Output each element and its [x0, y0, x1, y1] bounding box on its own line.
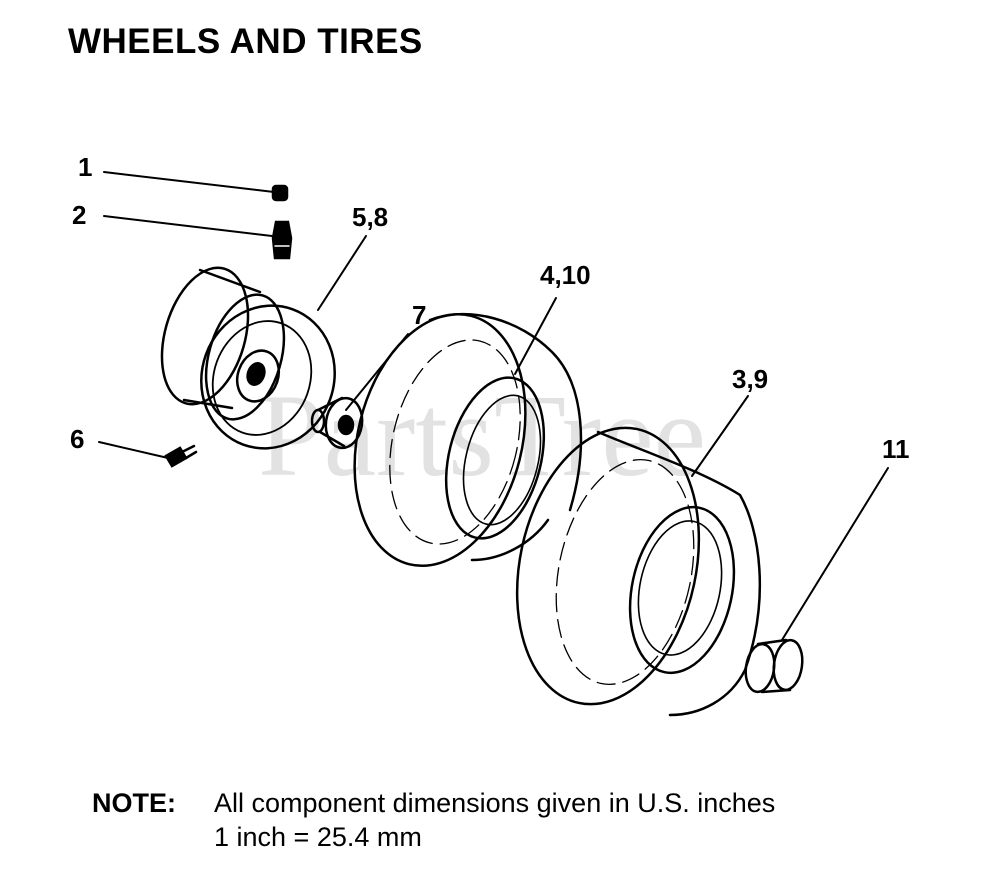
- callout-4-10: 4,10: [540, 260, 591, 290]
- note-label: NOTE:: [92, 788, 176, 818]
- callout-6: 6: [70, 424, 84, 454]
- dimension-note: NOTE: All component dimensions given in U…: [92, 786, 775, 854]
- callout-3-9: 3,9: [732, 364, 768, 394]
- callout-11: 11: [882, 434, 910, 464]
- note-line-1: All component dimensions given in U.S. i…: [214, 788, 776, 818]
- valve-stem-part: [271, 220, 293, 260]
- rear-tire-part: [515, 426, 762, 717]
- bushing-part: [310, 396, 364, 450]
- callout-1: 1: [78, 152, 92, 182]
- page-title: WHEELS AND TIRES: [68, 22, 423, 61]
- bolt-part: [164, 444, 198, 468]
- callout-5-8: 5,8: [352, 202, 388, 232]
- valve-cap-part: [271, 184, 289, 202]
- wheel-rim-part: [160, 266, 336, 450]
- leader-lines: [98, 171, 889, 641]
- note-line-2: 1 inch = 25.4 mm: [214, 822, 422, 852]
- front-tire-part: [353, 312, 583, 568]
- callout-2: 2: [72, 200, 86, 230]
- callout-7: 7: [412, 300, 426, 330]
